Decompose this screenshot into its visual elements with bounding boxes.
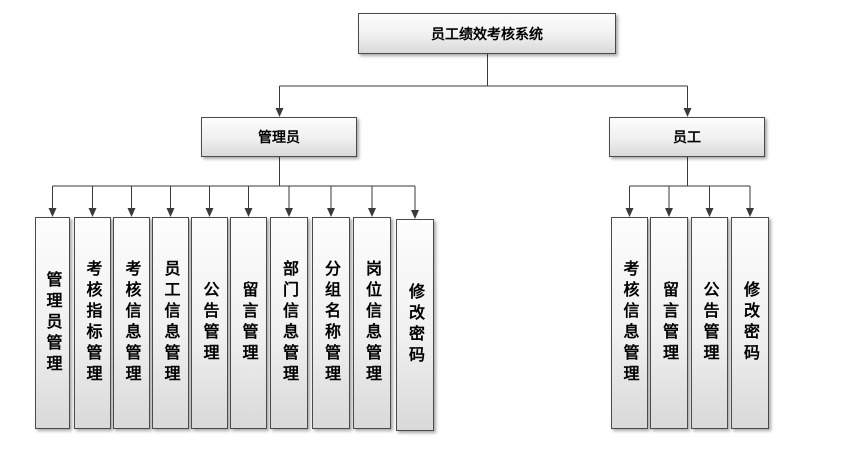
leaf-label: 公告管理 — [200, 281, 220, 365]
employee-node-label: 员工 — [673, 130, 701, 146]
leaf-label: 公告管理 — [700, 281, 720, 365]
employee-leaf-arrowhead — [665, 208, 673, 217]
leaf-label: 管理员管理 — [43, 270, 63, 376]
admin-leaf-group-name-management: 分组名称管理 — [312, 217, 350, 429]
admin-leaf-indicator-management: 考核指标管理 — [74, 217, 111, 429]
admin-leaf-arrowhead — [205, 208, 214, 217]
employee-node: 员工 — [609, 117, 765, 157]
root-node: 员工绩效考核系统 — [358, 13, 616, 54]
admin-node: 管理员 — [201, 117, 357, 157]
leaf-label: 修改密码 — [741, 281, 760, 365]
admin-leaf-admin-management: 管理员管理 — [35, 217, 70, 429]
leaf-label: 留言管理 — [660, 281, 679, 365]
admin-leaf-arrowhead — [244, 208, 253, 217]
employee-leaf-arrowhead — [746, 208, 754, 217]
admin-arrowhead — [275, 108, 284, 117]
employee-leaf-message-management: 留言管理 — [650, 217, 688, 429]
employee-leaf-arrowhead — [625, 208, 634, 217]
admin-leaf-arrowhead — [48, 208, 57, 217]
admin-leaf-department-info-management: 部门信息管理 — [270, 217, 308, 429]
admin-leaf-arrowhead — [285, 208, 293, 217]
admin-leaf-message-management: 留言管理 — [230, 217, 267, 429]
employee-leaf-arrowhead — [705, 208, 714, 217]
admin-leaf-position-info-management: 岗位信息管理 — [353, 217, 391, 429]
leaf-label: 修改密码 — [406, 283, 425, 367]
leaf-label: 岗位信息管理 — [363, 260, 382, 386]
leaf-label: 考核信息管理 — [122, 260, 142, 386]
admin-leaf-appraisal-info-management: 考核信息管理 — [113, 217, 150, 429]
employee-leaf-change-password: 修改密码 — [731, 217, 769, 429]
leaf-label: 留言管理 — [239, 281, 259, 365]
admin-leaf-arrowhead — [88, 208, 97, 217]
leaf-label: 员工信息管理 — [161, 260, 181, 386]
root-node-label: 员工绩效考核系统 — [431, 26, 543, 43]
leaf-label: 考核信息管理 — [620, 260, 640, 386]
admin-node-label: 管理员 — [258, 130, 300, 146]
admin-leaf-arrowhead — [411, 210, 419, 219]
admin-leaf-change-password: 修改密码 — [396, 219, 434, 431]
employee-leaf-appraisal-info-management: 考核信息管理 — [611, 217, 648, 429]
leaf-label: 考核指标管理 — [83, 260, 103, 386]
admin-leaf-arrowhead — [327, 208, 335, 217]
admin-leaf-notice-management: 公告管理 — [191, 217, 228, 429]
admin-leaf-arrowhead — [166, 208, 175, 217]
admin-leaf-arrowhead — [368, 208, 376, 217]
leaf-label: 部门信息管理 — [280, 260, 299, 386]
admin-leaf-arrowhead — [127, 208, 136, 217]
leaf-label: 分组名称管理 — [322, 260, 341, 386]
employee-arrowhead — [683, 108, 692, 117]
admin-leaf-employee-info-management: 员工信息管理 — [152, 217, 189, 429]
employee-leaf-notice-management: 公告管理 — [691, 217, 728, 429]
